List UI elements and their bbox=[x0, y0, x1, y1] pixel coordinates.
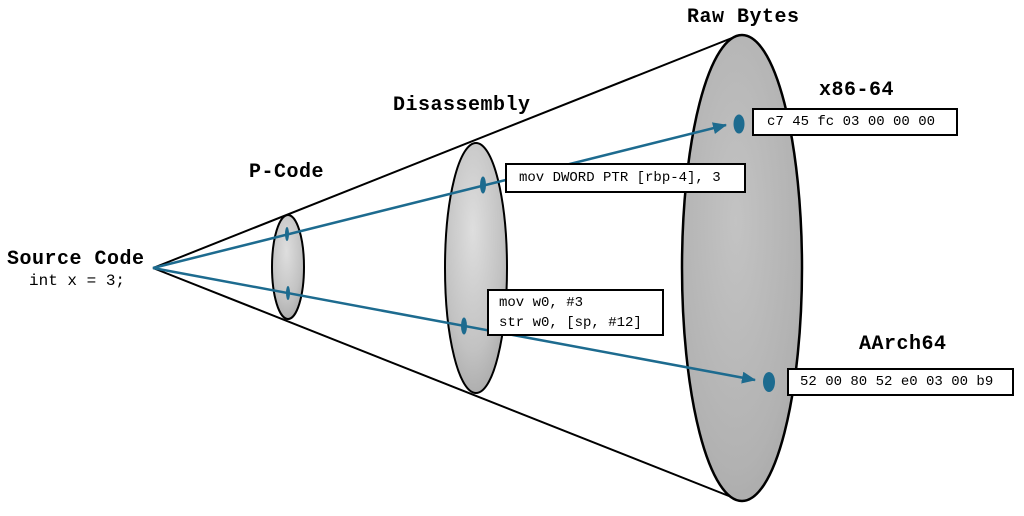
disassembly-ellipse bbox=[444, 142, 508, 394]
aarch64-bytes-box: 52 00 80 52 e0 03 00 b9 bbox=[787, 368, 1014, 396]
aarch64-instruction-text-line1: mov w0, #3 bbox=[499, 294, 584, 311]
x86-flow-line bbox=[152, 122, 727, 270]
x86-64-label: x86-64 bbox=[819, 79, 895, 102]
raw-bytes-label: Raw Bytes bbox=[687, 6, 800, 29]
aarch64-bytes-text: 52 00 80 52 e0 03 00 b9 bbox=[800, 374, 994, 390]
aarch64-instruction-box: mov w0, #3 str w0, [sp, #12] bbox=[487, 289, 664, 336]
p-code-x86-point bbox=[285, 227, 289, 241]
p-code-label: P-Code bbox=[249, 161, 325, 184]
disassembly-label: Disassembly bbox=[393, 94, 531, 117]
cone-upper-edge bbox=[152, 35, 738, 269]
aarch64-flow-line bbox=[152, 266, 756, 384]
aarch64-instruction-text-line2: str w0, [sp, #12] bbox=[499, 314, 642, 331]
x86-instruction-box: mov DWORD PTR [rbp-4], 3 bbox=[505, 163, 746, 193]
disassembly-x86-point bbox=[480, 176, 486, 194]
disassembly-aarch64-point bbox=[461, 317, 467, 335]
x86-bytes-text: c7 45 fc 03 00 00 00 bbox=[767, 114, 936, 130]
raw-bytes-x86-point bbox=[733, 114, 745, 134]
x86-bytes-box: c7 45 fc 03 00 00 00 bbox=[752, 108, 958, 136]
source-code-snippet: int x = 3; bbox=[29, 272, 126, 290]
p-code-aarch64-point bbox=[286, 286, 290, 300]
x86-instruction-text: mov DWORD PTR [rbp-4], 3 bbox=[519, 170, 721, 186]
source-code-label: Source Code bbox=[7, 248, 145, 271]
raw-bytes-aarch64-point bbox=[763, 372, 775, 392]
p-code-ellipse bbox=[271, 214, 305, 320]
raw-bytes-ellipse bbox=[680, 33, 804, 503]
aarch64-label: AArch64 bbox=[859, 333, 947, 356]
cone-lower-edge bbox=[152, 267, 740, 501]
